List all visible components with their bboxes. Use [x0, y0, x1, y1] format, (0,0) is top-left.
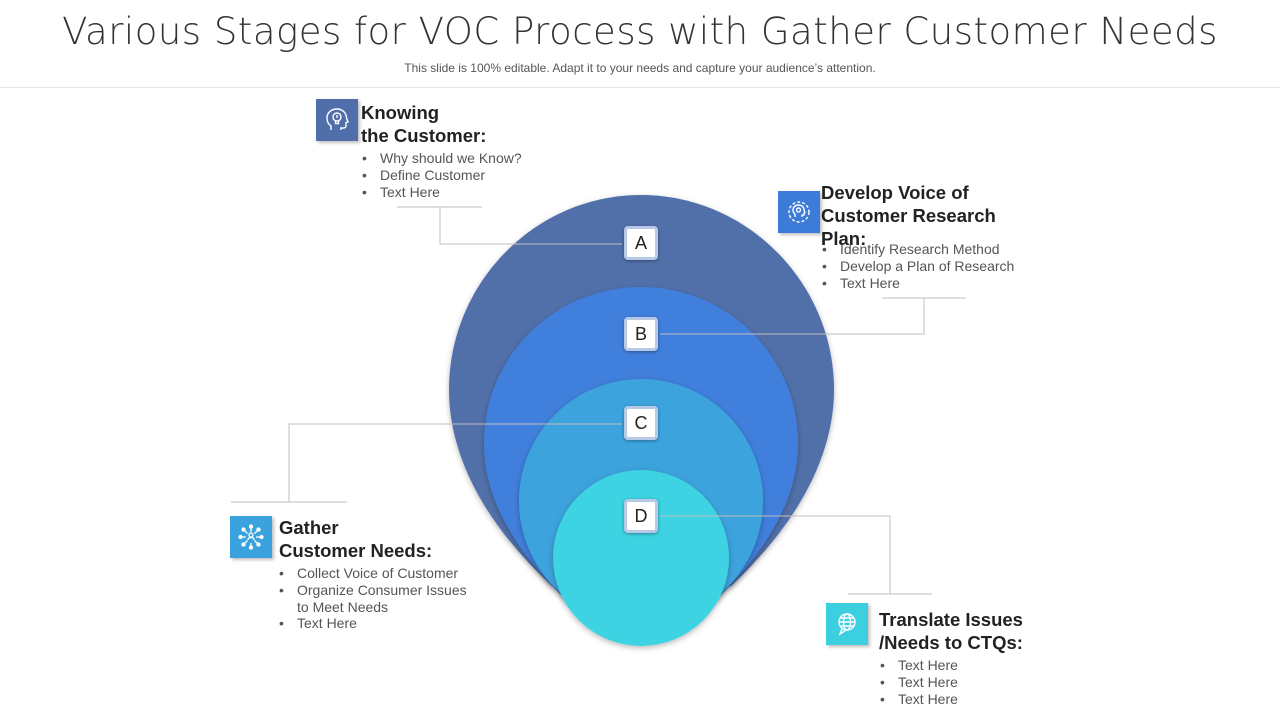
stage-d-letter: D [634, 505, 648, 526]
page-subtitle: This slide is 100% editable. Adapt it to… [404, 61, 876, 75]
stage-b-bullets: Identify Research Method Develop a Plan … [822, 241, 1014, 291]
list-item: Develop a Plan of Research [822, 258, 1014, 275]
list-item: Define Customer [362, 167, 522, 184]
stage-b-title: Develop Voice of Customer Research Plan: [821, 182, 996, 249]
page-title: Various Stages for VOC Process with Gath… [62, 10, 1218, 53]
gear-head-icon [778, 191, 820, 233]
stage-a-letter: A [634, 232, 647, 253]
globe-chat-icon [826, 603, 868, 645]
connector-b [660, 298, 925, 335]
stage-a-bullets: Why should we Know? Define Customer Text… [362, 150, 522, 200]
network-people-icon [230, 516, 272, 558]
stage-b-letter-box[interactable]: B [624, 317, 658, 351]
header-divider [0, 87, 1280, 88]
stage-c-title: Gather Customer Needs: [279, 517, 433, 561]
list-item: Organize Consumer Issues [279, 582, 467, 599]
stage-c-letter: C [634, 412, 648, 433]
stage-c-letter-box[interactable]: C [624, 406, 658, 440]
list-item: Collect Voice of Customer [279, 565, 467, 582]
stage-c-bullets: Collect Voice of Customer Organize Consu… [279, 565, 467, 632]
connector-a-elbow [439, 207, 622, 245]
stage-d-bullets: Text Here Text Here Text Here [880, 657, 958, 707]
list-item: Text Here [880, 691, 958, 708]
list-item: Identify Research Method [822, 241, 1014, 258]
list-item: Text Here [822, 275, 1014, 292]
stage-d-shape [553, 470, 729, 646]
list-item: Text Here [880, 657, 958, 674]
list-item: Text Here [362, 184, 522, 201]
stage-a-title: Knowing the Customer: [361, 102, 487, 146]
list-item: Text Here [880, 674, 958, 691]
list-item: to Meet Needs [297, 598, 389, 615]
list-item: Text Here [279, 615, 467, 632]
stage-b-letter: B [634, 323, 647, 344]
stage-d-letter-box[interactable]: D [624, 499, 658, 533]
connector-d [660, 515, 891, 594]
list-item: Why should we Know? [362, 150, 522, 167]
stage-d-title: Translate Issues /Needs to CTQs: [879, 609, 1023, 653]
lightbulb-head-icon [316, 99, 358, 141]
connector-c [288, 423, 622, 502]
stage-a-letter-box[interactable]: A [624, 226, 658, 260]
